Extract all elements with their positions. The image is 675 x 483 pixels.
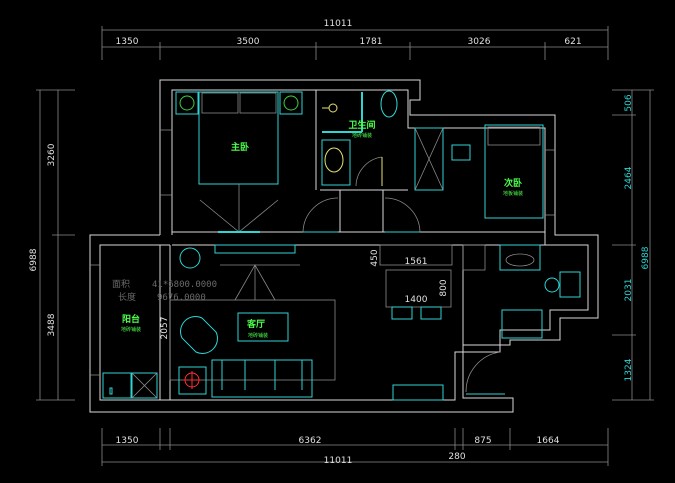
dim-top: 621 xyxy=(564,37,581,47)
bottom-dimensions: 1350 6362 875 1664 11011 280 xyxy=(101,428,609,466)
dim-bottom: 1350 xyxy=(116,436,139,446)
walls xyxy=(89,79,599,413)
dim-right: 2031 xyxy=(624,279,634,302)
dim-bottom: 875 xyxy=(474,436,491,446)
living-furniture xyxy=(169,244,444,401)
bathroom-fixtures xyxy=(321,90,398,187)
top-dimensions: 11011 1350 3500 1781 3026 621 xyxy=(101,19,609,60)
room-sub-living-room: 地砖铺装 xyxy=(248,332,268,339)
room-label-living-room: 客厅 xyxy=(246,318,265,330)
dining-kitchen xyxy=(379,244,581,339)
dim-right: 1324 xyxy=(624,358,634,381)
room-label-master-bedroom: 主卧 xyxy=(231,141,249,153)
master-bedroom-furniture xyxy=(175,91,303,233)
dim-right: 506 xyxy=(624,94,634,111)
dim-inner-1400: 1400 xyxy=(405,295,428,305)
dim-inner-1561: 1561 xyxy=(405,257,428,267)
dim-top: 3500 xyxy=(237,37,260,47)
room-sub-second-bedroom: 地板铺装 xyxy=(503,190,523,197)
dim-bottom: 1664 xyxy=(537,436,560,446)
room-label-bathroom: 卫生间 xyxy=(348,119,375,131)
length-label: 长度 xyxy=(118,291,136,303)
dim-bottom-total: 11011 xyxy=(324,456,353,466)
room-label-second-bedroom: 次卧 xyxy=(504,177,522,189)
dim-bottom-extra: 280 xyxy=(448,452,465,462)
dim-top: 3026 xyxy=(468,37,491,47)
doors xyxy=(302,197,505,395)
room-sub-balcony: 地砖铺装 xyxy=(121,326,141,333)
dim-inner-450: 450 xyxy=(370,249,380,266)
right-dimensions: 506 2464 6988 2031 1324 xyxy=(612,89,654,401)
area-value: 41*6800.0000 xyxy=(152,280,217,290)
dim-inner-800: 800 xyxy=(439,279,449,296)
area-label: 面积 xyxy=(112,278,130,290)
room-sub-bathroom: 地砖铺装 xyxy=(352,132,372,139)
dim-top-total: 11011 xyxy=(324,19,353,29)
dim-left: 3260 xyxy=(47,143,57,166)
length-value: 9676.0000 xyxy=(157,293,206,303)
dim-top: 1350 xyxy=(116,37,139,47)
second-bedroom-furniture xyxy=(414,124,544,219)
dim-right: 2464 xyxy=(624,166,634,189)
balcony-fixtures xyxy=(102,372,158,399)
dim-left: 3488 xyxy=(47,313,57,336)
room-label-balcony: 阳台 xyxy=(122,313,140,325)
dim-right: 6988 xyxy=(641,246,651,269)
dim-left: 6988 xyxy=(29,248,39,271)
dim-inner-2057: 2057 xyxy=(160,317,170,340)
dim-top: 1781 xyxy=(360,37,383,47)
left-dimensions: 3260 6988 3488 xyxy=(29,89,75,401)
dim-bottom: 6362 xyxy=(299,436,322,446)
